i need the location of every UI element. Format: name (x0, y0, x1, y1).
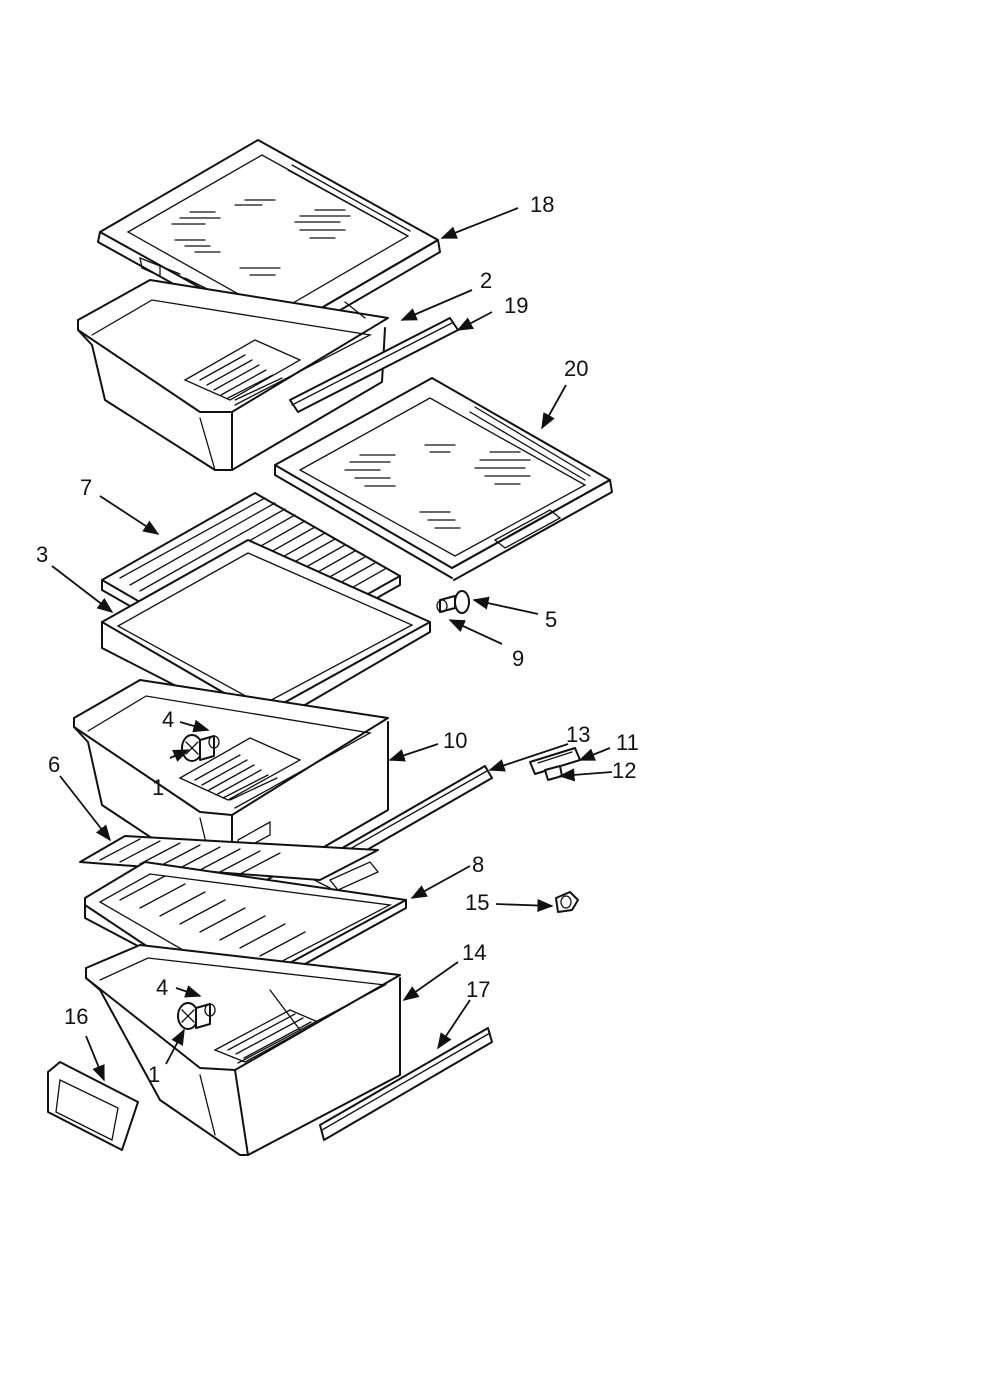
callout-19: 19 (504, 293, 528, 318)
callout-15: 15 (465, 890, 489, 915)
callout-5: 5 (545, 607, 557, 632)
part-1-4-upper-roller (181, 734, 220, 762)
part-16-badge (47, 1061, 139, 1151)
callout-9: 9 (512, 646, 524, 671)
part-18-top-shelf (97, 139, 441, 345)
callout-1-lower: 1 (148, 1062, 160, 1087)
callout-labels: 18 2 19 20 7 3 5 9 4 10 13 11 12 1 6 8 1… (36, 192, 639, 1087)
part-15-clip (555, 891, 579, 913)
callout-13: 13 (566, 722, 590, 747)
callout-18: 18 (530, 192, 554, 217)
callout-8: 8 (472, 852, 484, 877)
callout-17: 17 (466, 977, 490, 1002)
callout-14: 14 (462, 940, 486, 965)
part-6-glass-panel (79, 835, 379, 881)
callout-3: 3 (36, 542, 48, 567)
part-17-trim (319, 1027, 493, 1141)
callout-12: 12 (612, 758, 636, 783)
callout-2: 2 (480, 268, 492, 293)
part-14-lower-crisper-drawer (85, 944, 401, 1156)
part-20-glass-shelf (274, 377, 613, 581)
part-5-9-hardware (436, 590, 470, 614)
callout-10: 10 (443, 728, 467, 753)
callout-16: 16 (64, 1004, 88, 1029)
callout-11: 11 (616, 730, 639, 755)
callout-1-upper: 1 (152, 775, 164, 800)
part-1-4-lower-roller (177, 1002, 216, 1030)
callout-7: 7 (80, 475, 92, 500)
callout-4-upper: 4 (162, 707, 174, 732)
leader-lines (51, 207, 613, 1082)
callout-6: 6 (48, 752, 60, 777)
callout-20: 20 (564, 356, 588, 381)
part-2-upper-crisper-drawer (77, 279, 389, 471)
callout-4-lower: 4 (156, 975, 168, 1000)
